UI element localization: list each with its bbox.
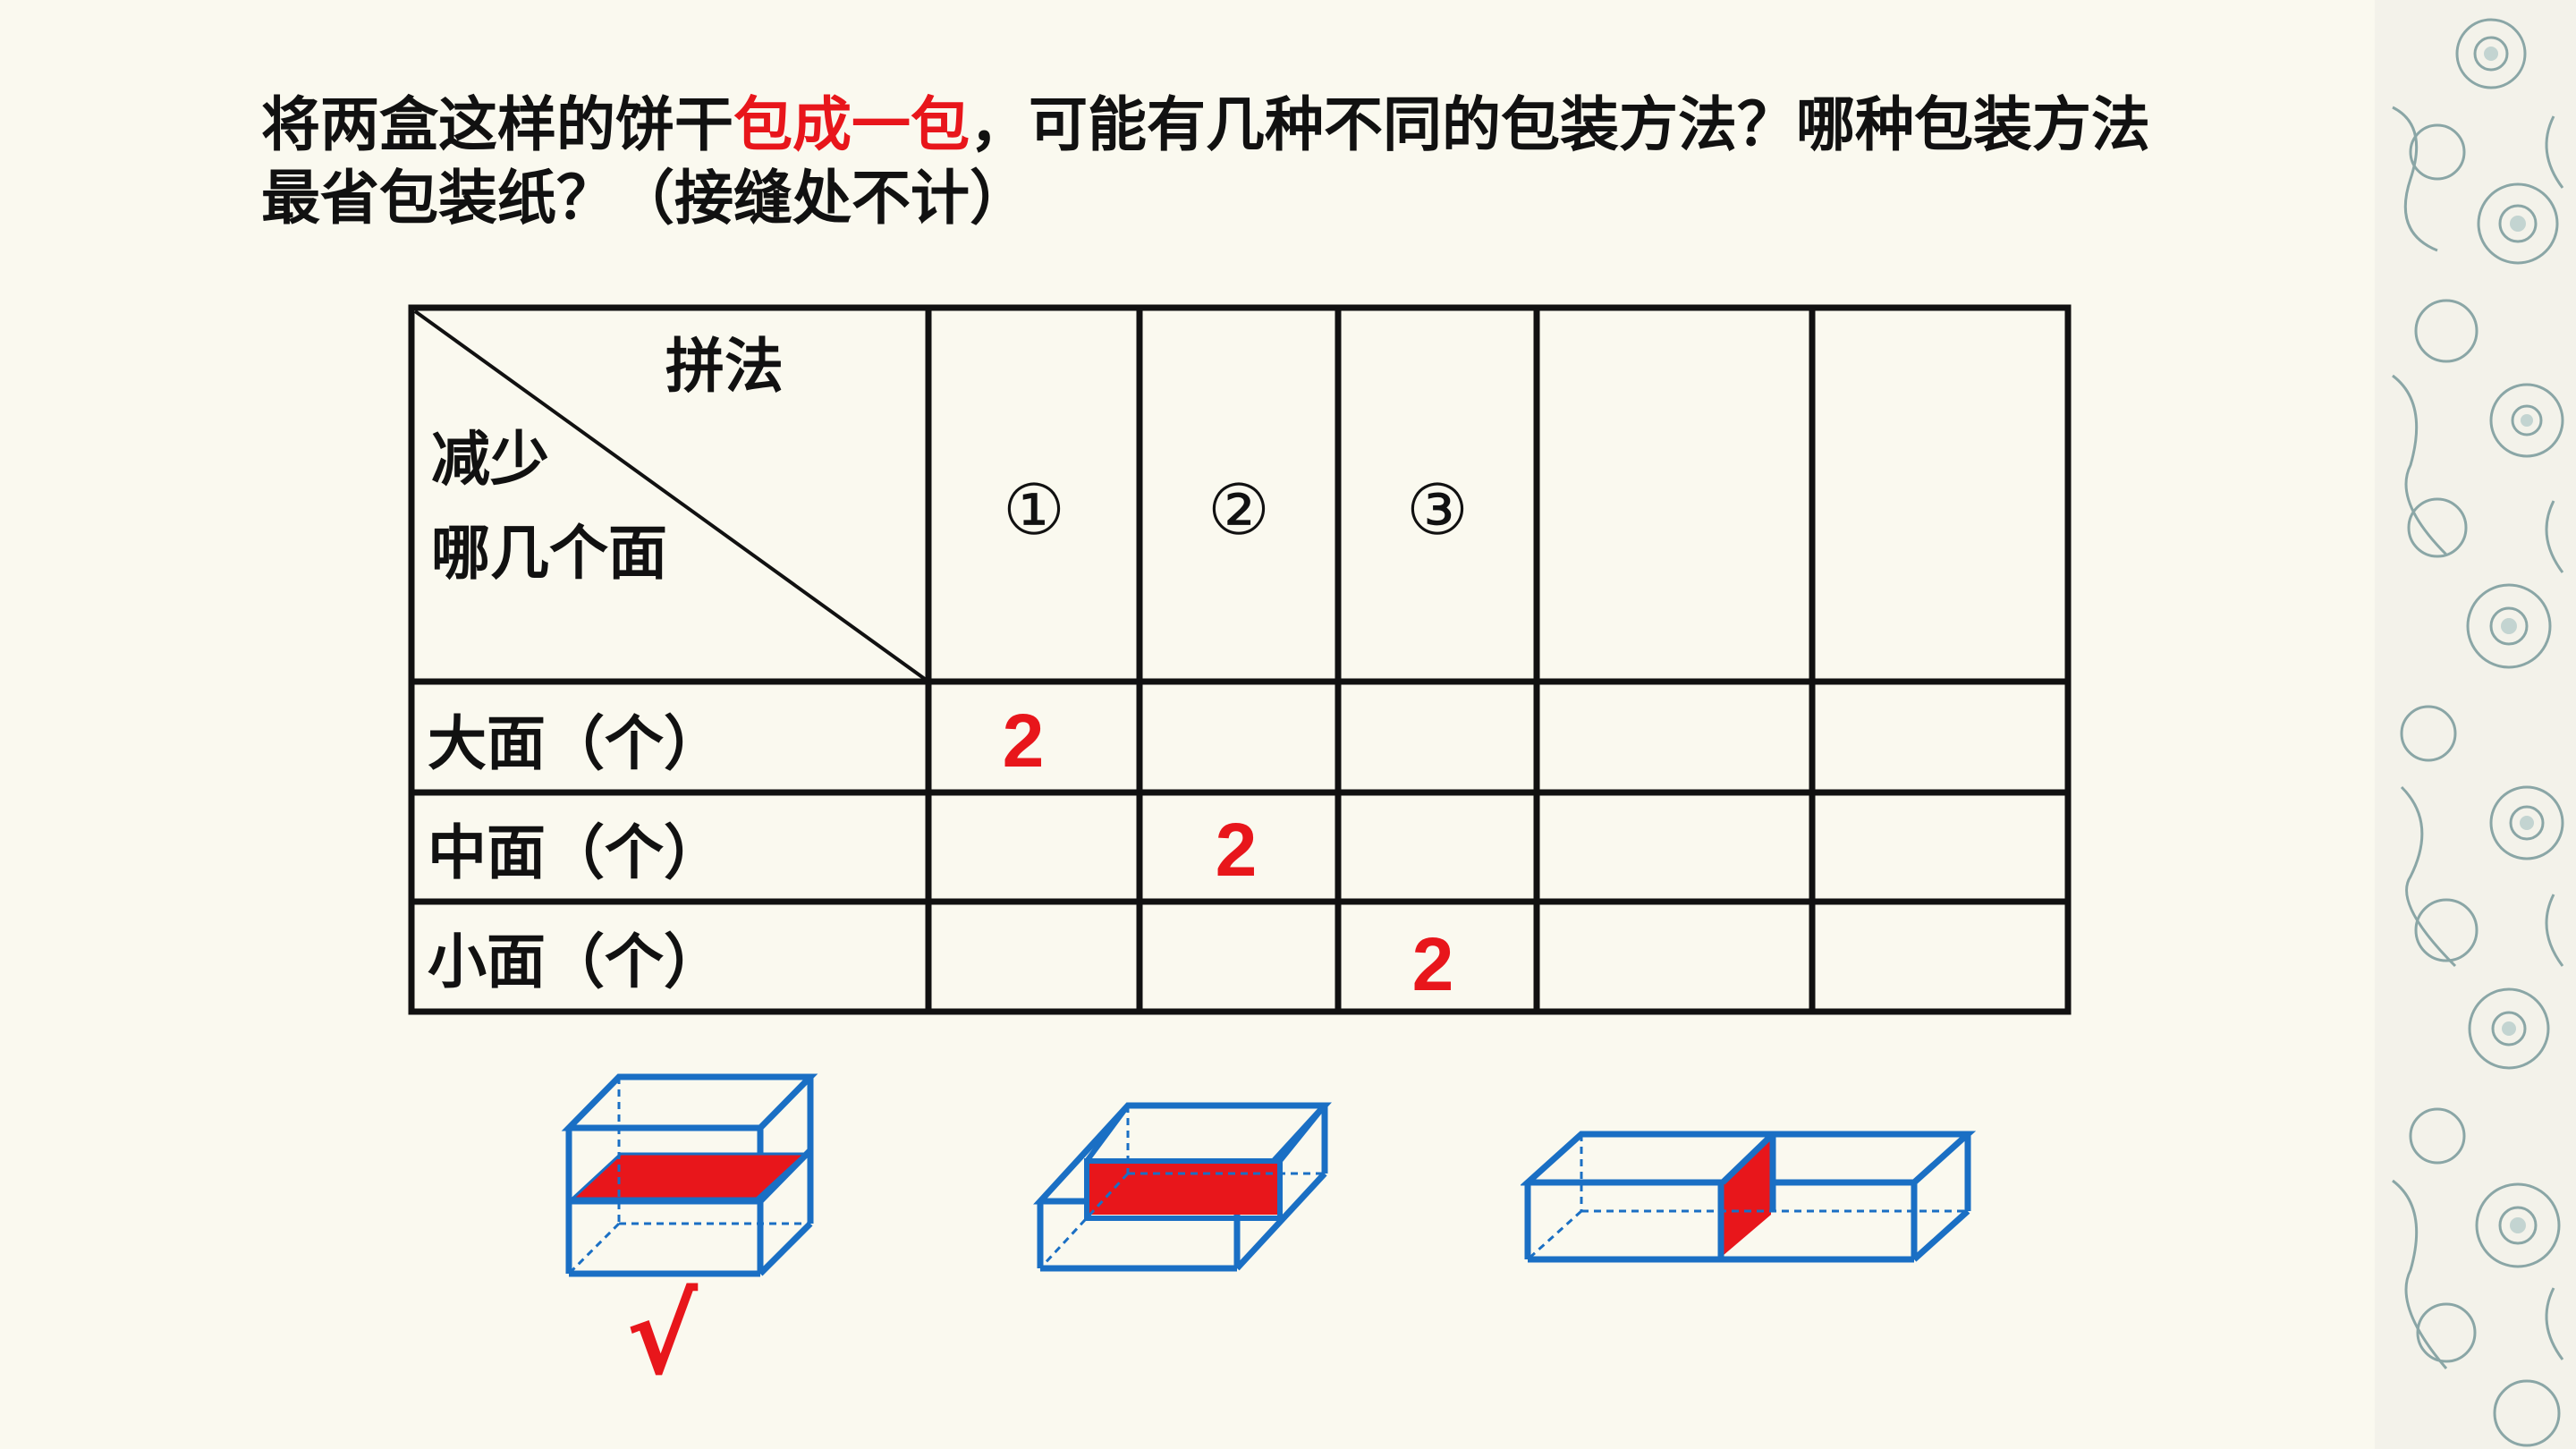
corner-label-reduce: 减少 [431, 424, 549, 494]
floral-border-decoration [2375, 0, 2576, 1449]
question-part1: 将两盒这样的饼干 [261, 89, 733, 159]
value-large-face-method-1: 2 [1002, 699, 1045, 783]
column-header-1: ① [1003, 470, 1065, 551]
joined-face-large [569, 1152, 809, 1200]
row-label-large-face: 大面（个） [428, 708, 723, 778]
box-diagram-method-3 [1521, 1131, 1977, 1263]
value-small-face-method-3: 2 [1411, 922, 1454, 1006]
row-label-small-face: 小面（个） [428, 927, 723, 996]
box-diagram-method-1 [561, 1073, 818, 1277]
question-highlight: 包成一包 [733, 89, 970, 159]
table-grid [408, 304, 2072, 1015]
question-text: 将两盒这样的饼干包成一包，可能有几种不同的包装方法？哪种包装方法最省包装纸？（接… [261, 88, 2193, 234]
column-header-3: ③ [1406, 470, 1469, 551]
question-part2: ，可能有几种不同的包装方法？哪种包装方法最省包装纸？（接缝处不计） [261, 89, 2150, 233]
corner-label-faces: 哪几个面 [431, 518, 667, 588]
corner-label-method: 拼法 [665, 331, 784, 401]
check-mark: √ [626, 1275, 699, 1399]
value-medium-face-method-2: 2 [1215, 808, 1258, 892]
row-label-medium-face: 中面（个） [428, 818, 723, 887]
box-diagram-method-2 [1033, 1102, 1332, 1272]
corner-diagonal [413, 309, 930, 683]
column-header-2: ② [1208, 470, 1270, 551]
joined-face-small [1723, 1136, 1771, 1256]
comparison-table: 拼法 减少 哪几个面 ① ② ③ 大面（个） 中面（个） 小面（个） 2 2 2 [408, 304, 2072, 1015]
